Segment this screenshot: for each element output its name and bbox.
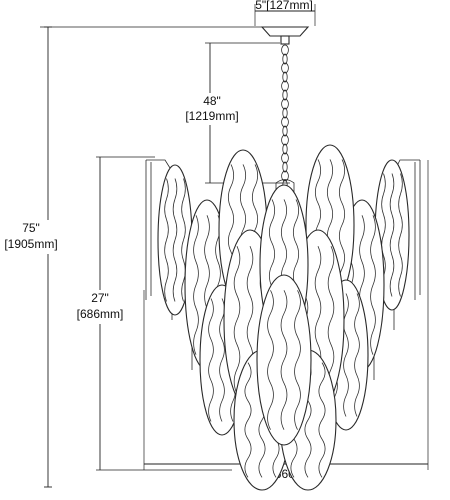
- chain-link: [281, 80, 289, 92]
- body-height-inches: 27": [91, 291, 109, 305]
- chain-link: [281, 116, 289, 128]
- chain-link: [281, 134, 289, 146]
- chain-link: [281, 98, 289, 110]
- chain-link: [281, 62, 289, 74]
- canopy-width-label: 5"[127mm]: [255, 0, 313, 12]
- canopy: [260, 26, 310, 45]
- overall-height-mm: [1905mm]: [4, 237, 57, 251]
- chain-link: [282, 161, 288, 173]
- chain-link: [282, 107, 288, 119]
- chain-link: [281, 44, 289, 56]
- chain-length-inches: 48": [203, 94, 221, 108]
- chain-link: [282, 71, 288, 83]
- chain-link: [281, 170, 289, 182]
- body-height-dimension: 27" [686mm]: [72, 156, 232, 471]
- glass-leaves: [157, 144, 410, 491]
- chain-length-dimension: 48" [1219mm]: [182, 42, 290, 184]
- chain-link: [282, 89, 288, 101]
- chain-link: [282, 53, 288, 65]
- glass-leaf: [256, 274, 312, 446]
- overall-height-inches: 75": [22, 221, 40, 235]
- chain-link: [281, 152, 289, 164]
- chain-link: [282, 125, 288, 137]
- body-height-mm: [686mm]: [77, 307, 124, 321]
- chain-length-mm: [1219mm]: [185, 109, 238, 123]
- chain-link: [282, 143, 288, 155]
- overall-height-dimension: 75" [1905mm]: [4, 26, 272, 488]
- chain: [281, 44, 289, 191]
- canopy-width-dimension: 5"[127mm]: [254, 0, 316, 26]
